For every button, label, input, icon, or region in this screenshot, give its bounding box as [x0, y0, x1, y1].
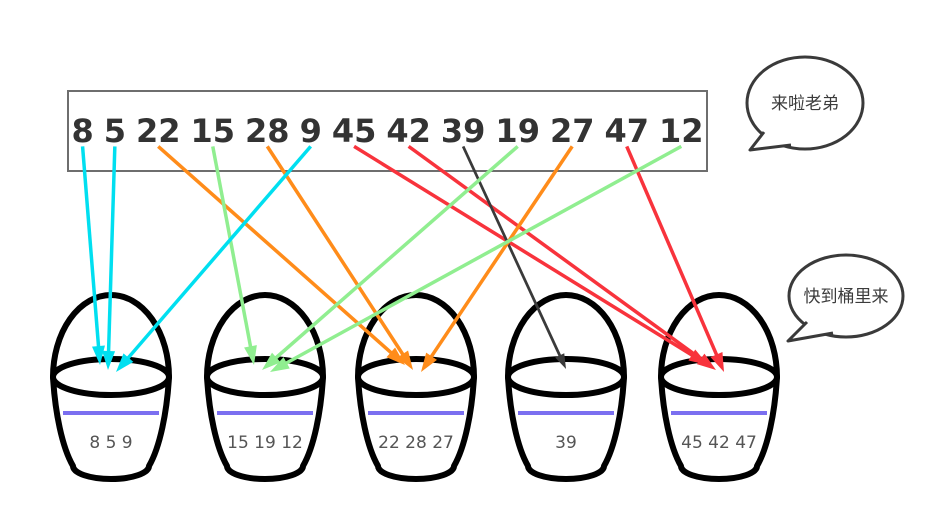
bucket-handle [355, 292, 477, 380]
speech-bubble-hello: 来啦老弟 [745, 55, 865, 152]
arrow-line [211, 146, 254, 356]
arrow-head-icon [102, 350, 116, 370]
arrow-head-icon [116, 353, 134, 372]
array-number: 22 [135, 111, 181, 150]
arrow-19-to-bucket-2 [262, 145, 519, 370]
speech-bubble-bucket: 快到桶里来 [786, 253, 905, 343]
bucket-label: 39 [555, 433, 577, 453]
bucket-handle [505, 292, 627, 380]
bucket: 15 19 12 [204, 292, 326, 482]
bucket-label: 8 5 9 [89, 433, 132, 453]
bucket-body [658, 376, 780, 482]
bucket-rim [505, 356, 627, 398]
array-number: 39 [440, 111, 486, 150]
array-number: 47 [604, 111, 650, 150]
arrow-line [461, 145, 564, 363]
arrow-head-icon [262, 352, 281, 370]
bucket-rim [50, 356, 172, 398]
buckets-layer: 8 5 9 15 19 12 22 28 27 39 45 42 47 [50, 292, 780, 482]
arrow-line [268, 145, 519, 365]
bucket-label: 22 28 27 [378, 433, 454, 453]
arrow-line [353, 144, 701, 361]
arrow-12-to-bucket-2 [270, 144, 683, 372]
arrow-head-icon [421, 352, 437, 372]
arrow-head-icon [386, 347, 405, 365]
bucket-body [50, 376, 172, 482]
arrow-line [106, 146, 117, 360]
arrow-line [265, 145, 409, 363]
arrow-39-to-bucket-4 [461, 145, 566, 369]
bucket-label: 45 42 47 [681, 433, 757, 453]
array-number: 28 [245, 111, 290, 150]
bucket: 22 28 27 [355, 292, 477, 482]
bucket-rim [355, 356, 477, 398]
arrow-line [625, 145, 722, 364]
arrow-5-to-bucket-1 [102, 146, 117, 370]
bucket: 39 [505, 292, 627, 482]
arrow-line [425, 145, 574, 365]
speech-bubble-hello-tail [748, 131, 792, 152]
array-number: 5 [103, 111, 126, 150]
arrow-42-to-bucket-5 [407, 144, 716, 370]
bucket-rim [204, 356, 326, 398]
arrow-line [278, 144, 683, 369]
arrow-9-to-bucket-1 [116, 145, 313, 372]
bucket: 45 42 47 [658, 292, 780, 482]
array-number: 19 [495, 111, 540, 150]
arrow-head-icon [397, 350, 413, 370]
arrows-layer [80, 144, 724, 372]
arrow-27-to-bucket-3 [421, 145, 574, 372]
array-number: 12 [659, 111, 704, 150]
array-number: 15 [190, 111, 236, 150]
arrow-head-icon [710, 351, 724, 372]
speech-bubble-hello-text: 来啦老弟 [771, 94, 839, 114]
bucket-handle [204, 292, 326, 380]
arrow-8-to-bucket-1 [80, 146, 105, 365]
arrow-line [407, 144, 709, 366]
speech-bubble-bucket-shape [787, 253, 905, 339]
bucket-body [355, 376, 477, 482]
bucket-body [505, 376, 627, 482]
arrow-15-to-bucket-2 [211, 146, 257, 365]
speech-bubble-bucket-tail [786, 320, 834, 343]
array-number: 45 [331, 111, 377, 150]
arrow-head-icon [555, 353, 566, 369]
arrow-28-to-bucket-3 [265, 145, 413, 370]
array-number: 42 [386, 111, 431, 150]
arrow-45-to-bucket-5 [353, 144, 708, 365]
arrow-line [157, 145, 399, 360]
array-number: 8 [71, 111, 94, 150]
arrow-head-icon [270, 357, 290, 372]
arrow-head-icon [92, 345, 105, 365]
speech-bubble-hello-shape [745, 55, 865, 151]
array-number: 27 [549, 111, 595, 150]
arrow-line [121, 145, 313, 366]
bucket: 8 5 9 [50, 292, 172, 482]
arrow-line [80, 146, 101, 355]
speech-bubble-bucket-text: 快到桶里来 [804, 287, 889, 307]
bucket-label: 15 19 12 [227, 433, 303, 453]
arrow-head-icon [696, 353, 716, 370]
arrow-head-icon [244, 345, 257, 365]
arrow-47-to-bucket-5 [625, 145, 724, 372]
bucket-body [204, 376, 326, 482]
array-number: 9 [299, 111, 322, 150]
